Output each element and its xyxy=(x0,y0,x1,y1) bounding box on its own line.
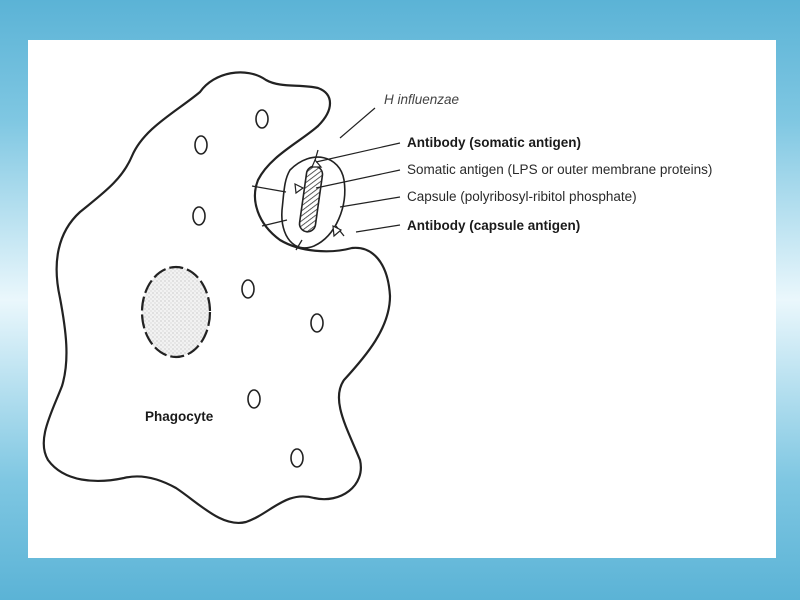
vacuole xyxy=(247,389,261,409)
phagocyte-membrane xyxy=(42,71,392,525)
leader-antibody-capsule xyxy=(355,224,401,233)
antibody-marker-icon xyxy=(332,224,343,238)
vacuole xyxy=(255,109,269,129)
vacuole xyxy=(194,135,208,155)
leader-antibody-somatic xyxy=(315,142,401,163)
vacuole xyxy=(290,448,304,468)
leader-h-influenzae xyxy=(339,107,376,139)
label-h-influenzae: H influenzae xyxy=(384,92,459,107)
label-phagocyte: Phagocyte xyxy=(145,409,214,424)
label-capsule: Capsule (polyribosyl-ribitol phosphate) xyxy=(407,189,637,204)
antibody-marker-icon xyxy=(294,182,305,195)
antibody-marker-icon xyxy=(311,158,323,168)
antibody-link xyxy=(295,239,303,251)
vacuole xyxy=(241,279,255,299)
label-antibody-capsule: Antibody (capsule antigen) xyxy=(407,218,580,233)
vacuole xyxy=(310,313,324,333)
vacuole xyxy=(192,206,206,226)
leader-capsule xyxy=(339,196,401,208)
nucleus xyxy=(140,265,212,359)
leader-somatic-antigen xyxy=(315,169,401,189)
label-somatic-antigen: Somatic antigen (LPS or outer membrane p… xyxy=(407,162,712,177)
antibody-link xyxy=(251,185,287,193)
label-antibody-somatic: Antibody (somatic antigen) xyxy=(407,135,581,150)
antibody-link xyxy=(261,219,288,227)
